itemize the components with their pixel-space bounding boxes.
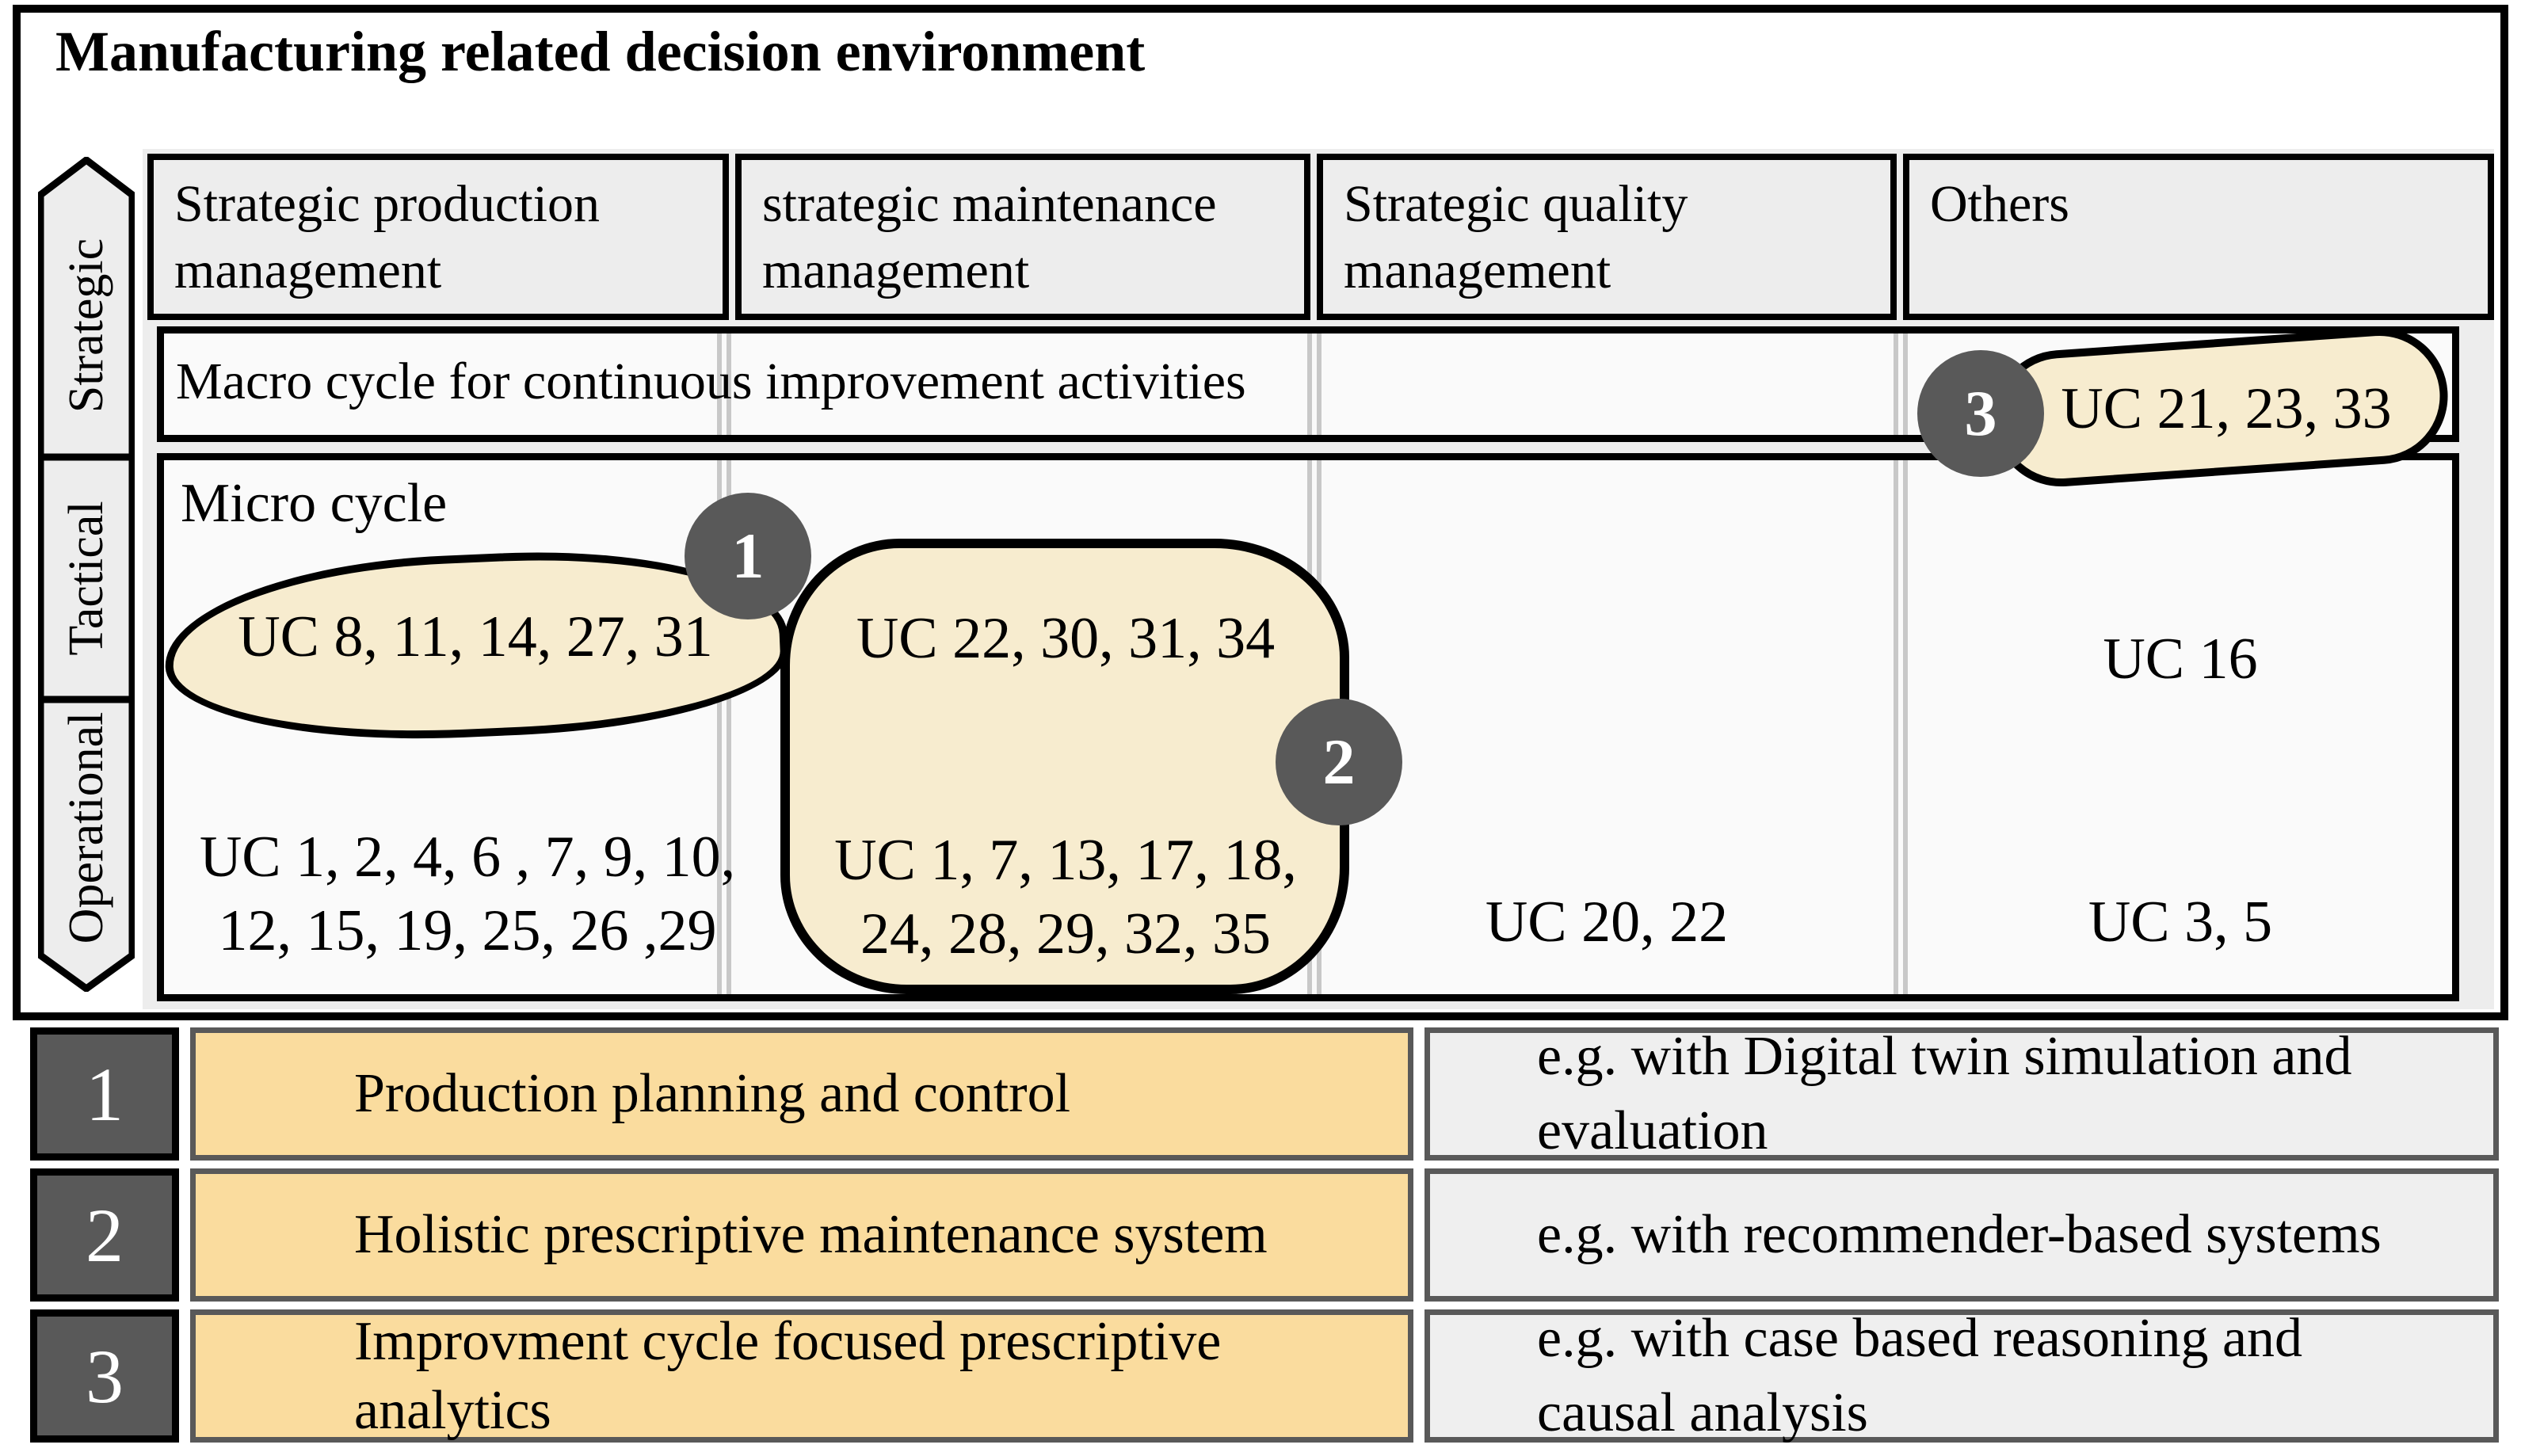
column-header-production: Strategic production management: [147, 154, 729, 320]
legend-number-2: 2: [30, 1168, 179, 1302]
marker-circle-3: 3: [1917, 350, 2044, 477]
figure-title: Manufacturing related decision environme…: [55, 20, 1146, 83]
axis-label-operational: Operational: [59, 712, 113, 944]
column-divider: [1894, 334, 1908, 435]
legend-number-3: 3: [30, 1309, 179, 1443]
legend-label-3: Improvment cycle focused prescriptive an…: [190, 1309, 1413, 1443]
column-divider: [1894, 460, 1908, 994]
column-header-quality: Strategic quality management: [1317, 154, 1897, 320]
uc-others-tactical: UC 16: [2103, 627, 2258, 692]
column-divider: [717, 334, 731, 435]
uc-production-operational-line2: 12, 15, 19, 25, 26 ,29: [218, 898, 717, 963]
uc-maintenance-operational-line2: 24, 28, 29, 32, 35: [860, 901, 1271, 966]
uc-maintenance-operational-line1: UC 1, 7, 13, 17, 18,: [834, 828, 1297, 893]
marker-circle-2: 2: [1276, 699, 1402, 825]
column-header-others: Others: [1903, 154, 2494, 320]
legend-label-2-text: Holistic prescriptive maintenance system: [354, 1204, 1268, 1266]
uc-production-tactical: UC 8, 11, 14, 27, 31: [238, 604, 713, 669]
legend-label-2: Holistic prescriptive maintenance system: [190, 1168, 1413, 1302]
decision-level-axis: Strategic Tactical Operational: [38, 157, 135, 992]
legend-label-3-text: Improvment cycle focused prescriptive an…: [354, 1310, 1222, 1442]
blob-maintenance: [780, 539, 1349, 994]
legend-label-1-text: Production planning and control: [354, 1063, 1071, 1125]
uc-others-operational: UC 3, 5: [2088, 890, 2273, 955]
legend-example-3: e.g. with case based reasoning and causa…: [1424, 1308, 2499, 1443]
legend-number-1: 1: [30, 1027, 179, 1161]
macro-cycle-label: Macro cycle for continuous improvement a…: [176, 353, 1246, 410]
legend-example-2-text: e.g. with recommender-based systems: [1537, 1203, 2382, 1265]
legend-example-1-text: e.g. with Digital twin simulation and ev…: [1537, 1025, 2352, 1162]
column-divider: [717, 460, 731, 994]
legend-example-1: e.g. with Digital twin simulation and ev…: [1424, 1026, 2499, 1161]
axis-label-strategic: Strategic: [59, 238, 113, 413]
uc-production-operational: UC 1, 2, 4, 6 , 7, 9, 10, 12, 15, 19, 25…: [162, 821, 772, 967]
uc-maintenance-operational: UC 1, 7, 13, 17, 18, 24, 28, 29, 32, 35: [792, 824, 1339, 970]
legend-example-2: e.g. with recommender-based systems: [1424, 1168, 2499, 1302]
uc-maintenance-tactical: UC 22, 30, 31, 34: [856, 606, 1276, 671]
axis-banner-shape: [38, 157, 135, 992]
column-header-maintenance: strategic maintenance management: [735, 154, 1310, 320]
micro-cycle-label: Micro cycle: [181, 473, 448, 534]
uc-quality-operational: UC 20, 22: [1485, 890, 1729, 955]
column-divider: [1307, 334, 1322, 435]
uc-production-operational-line1: UC 1, 2, 4, 6 , 7, 9, 10,: [199, 825, 736, 890]
uc-others-macro: UC 21, 23, 33: [2061, 376, 2392, 441]
marker-circle-1: 1: [685, 493, 811, 619]
legend-label-1: Production planning and control: [190, 1027, 1413, 1161]
axis-label-tactical: Tactical: [59, 501, 113, 655]
legend-example-3-text: e.g. with case based reasoning and causa…: [1537, 1307, 2303, 1444]
